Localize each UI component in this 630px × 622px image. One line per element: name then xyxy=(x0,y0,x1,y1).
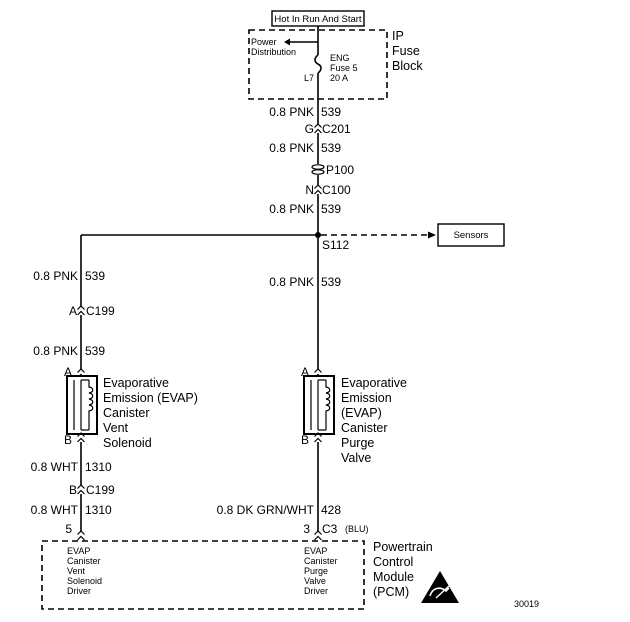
connector-icon xyxy=(76,484,86,495)
fuse-block-title: IP Fuse Block xyxy=(392,29,423,73)
circuit-label: 539 xyxy=(321,105,341,119)
connector-pin: N xyxy=(305,183,314,197)
connector-pin: G xyxy=(305,122,314,136)
connector-icon xyxy=(76,305,86,316)
wire-label: 0.8 PNK xyxy=(269,141,314,155)
valve-pin-b: B xyxy=(301,433,309,447)
connector-icon xyxy=(76,530,86,541)
wire-label: 0.8 PNK xyxy=(33,344,78,358)
wire-label: 0.8 WHT xyxy=(31,460,79,474)
circuit-label: 539 xyxy=(321,141,341,155)
fuse-icon xyxy=(314,54,322,74)
connector-pin: B xyxy=(69,483,77,497)
power-source: Hot In Run And Start xyxy=(271,10,365,27)
circuit-label: 1310 xyxy=(85,460,112,474)
connector-icon xyxy=(313,530,323,541)
circuit-label: 539 xyxy=(321,275,341,289)
circuit-label: 539 xyxy=(85,269,105,283)
pcm-connector: C3 xyxy=(322,522,338,536)
power-distribution-label: Power Distribution xyxy=(251,37,296,57)
vent-solenoid-branch: 0.8 PNK 539 A C199 0.8 PNK 539 A Evapora… xyxy=(31,234,318,541)
ip-fuse-block: IP Fuse Block Power Distribution ENG Fus… xyxy=(248,26,423,100)
circuit-label: 539 xyxy=(321,202,341,216)
pcm-module: EVAP Canister Vent Solenoid Driver EVAP … xyxy=(41,540,459,610)
connector-icon xyxy=(313,123,323,134)
purge-valve-branch: 0.8 PNK 539 A Evaporative Emission (EVAP… xyxy=(217,238,411,541)
pcm-pin: 5 xyxy=(65,522,72,536)
splice-name: S112 xyxy=(322,238,349,252)
wire-label: 0.8 WHT xyxy=(31,503,79,517)
arrow-icon xyxy=(428,231,436,239)
connector-name: C199 xyxy=(86,483,115,497)
wire-label: 0.8 DK GRN/WHT xyxy=(217,503,315,517)
vent-driver-label: EVAP Canister Vent Solenoid Driver xyxy=(67,546,105,596)
connector-name: C201 xyxy=(322,122,351,136)
vent-solenoid-label: Evaporative Emission (EVAP) Canister Ven… xyxy=(103,376,201,450)
pcm-title: Powertrain Control Module (PCM) xyxy=(373,540,436,599)
purge-driver-label: EVAP Canister Purge Valve Driver xyxy=(304,546,340,596)
connector-pin: A xyxy=(69,304,77,318)
purge-valve-icon xyxy=(303,375,335,435)
pcm-connector-color: (BLU) xyxy=(345,524,369,534)
solenoid-pin-a: A xyxy=(64,365,72,379)
connector-name: C100 xyxy=(322,183,351,197)
wire-label: 0.8 PNK xyxy=(33,269,78,283)
circuit-label: 539 xyxy=(85,344,105,358)
inline-connector-icon xyxy=(311,164,325,175)
wire-label: 0.8 PNK xyxy=(269,105,314,119)
figure-number: 30019 xyxy=(514,599,539,609)
wire-label: 0.8 PNK xyxy=(269,202,314,216)
connector-name: P100 xyxy=(326,163,354,177)
fuse-label: ENG Fuse 5 20 A xyxy=(330,53,360,83)
solenoid-pin-b: B xyxy=(64,433,72,447)
connector-name: C199 xyxy=(86,304,115,318)
valve-pin-a: A xyxy=(301,365,309,379)
connector-icon xyxy=(313,184,323,195)
fuse-terminal-label: L7 xyxy=(304,73,314,83)
vent-solenoid-icon xyxy=(66,375,98,435)
purge-valve-label: Evaporative Emission (EVAP) Canister Pur… xyxy=(341,376,411,465)
esd-sensitive-warning-icon xyxy=(421,571,459,603)
arrow-icon xyxy=(284,38,290,46)
power-source-label: Hot In Run And Start xyxy=(274,14,361,25)
sensors-label: Sensors xyxy=(454,230,489,241)
trunk-circuit: 0.8 PNK 539 G C201 0.8 PNK 539 P100 N C1… xyxy=(269,99,354,252)
circuit-label: 1310 xyxy=(85,503,112,517)
pcm-pin: 3 xyxy=(303,522,310,536)
wire-label: 0.8 PNK xyxy=(269,275,314,289)
sensors: Sensors xyxy=(321,223,505,247)
circuit-label: 428 xyxy=(321,503,341,517)
